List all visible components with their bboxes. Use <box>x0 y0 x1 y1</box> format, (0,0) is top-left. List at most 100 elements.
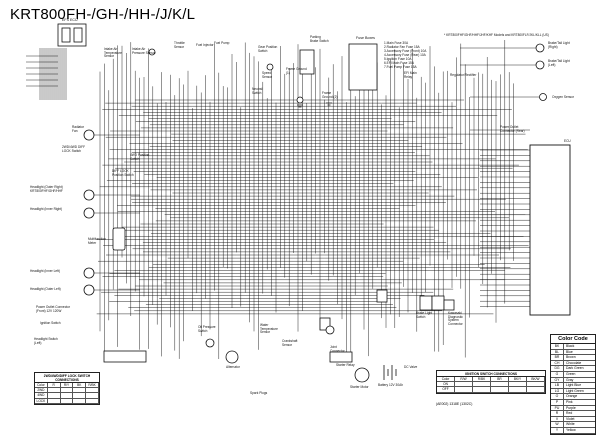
fuse-item: 1.Main Fuse 30A <box>384 41 409 45</box>
frame-ground-1-label: Frame Ground (1) <box>286 67 307 75</box>
crankshaft-sensor-label: Crankshaft Sensor <box>282 339 298 347</box>
table-header-cell: BR <box>491 377 509 382</box>
brake-tail-left-label: Brake/Tail Light (Left) <box>548 59 570 67</box>
headlight-outer-left-label: Headlight (Outer Left) <box>30 287 61 291</box>
multifunction-meter-label: Multifunction Meter <box>88 237 106 245</box>
legend-code: CH <box>551 360 564 366</box>
headlight-inner-left-label: Headlight (Inner Left) <box>30 269 60 273</box>
joint-connector-label: Joint Connector <box>330 345 345 353</box>
brake-tail-right-label: Brake/Tail Light (Right) <box>548 41 570 49</box>
throttle-sensor-label: Throttle Sensor <box>174 41 185 49</box>
spark-plugs-label: Spark Plugs <box>250 391 268 395</box>
page-title: KRT800FH-/GH-/HH-/J/K/L <box>10 6 196 23</box>
table-header-cell: R/BK <box>473 377 491 382</box>
legend-code: Y <box>551 427 564 433</box>
ignition-switch-label: Ignition Switch <box>40 321 61 325</box>
kawasaki-diagnostic-label: Kawasaki Diagnostic System Connector <box>448 311 463 326</box>
fuse-boxes-label: Fuse Boxes <box>356 36 375 40</box>
frame-ground-2-label: Frame Ground (2) <box>322 91 338 99</box>
table-header-cell: Color <box>35 383 48 388</box>
ecu-right-box <box>529 144 571 316</box>
table-header-row: Color R R/Y BK R/BK <box>35 383 99 389</box>
legend-color-name: Purple <box>566 405 576 410</box>
ecu-label: EFS ECU <box>62 18 78 22</box>
legend-color-name: Black <box>566 344 575 348</box>
table-header-cell: BK/Y <box>509 377 527 382</box>
table-header-cell: R/Y <box>61 383 74 388</box>
dc-valve-label: DC Valve <box>404 365 418 369</box>
water-temp-label: Water Temperature Sensor <box>260 323 278 335</box>
table-row: 2WD <box>35 388 99 394</box>
table-row: LOCK <box>35 398 99 404</box>
headlight-outer-right-label: Headlight (Outer Right) KRT800FHF/GHF/HH… <box>30 185 63 193</box>
starter-relay-label: Starter Relay <box>336 363 355 367</box>
legend-code: BR <box>551 355 564 360</box>
legend-title: Color Code <box>551 335 595 344</box>
legend-code: V <box>551 416 564 422</box>
legend-color-name: Blue <box>566 349 573 354</box>
fuse-item: 3.Accessory Fuse (Front) 10A <box>384 49 427 53</box>
legend-code: G <box>551 371 564 377</box>
radiator-fan-label: Radiator Fan <box>72 125 85 133</box>
legend-code: BK <box>551 344 564 349</box>
fuse-item: 2.Radiator Fan Fuse 15A <box>384 45 420 49</box>
fuse-item: 7.Fuel Pump Fuse 15A <box>384 65 417 69</box>
legend-code: W <box>551 422 564 427</box>
legend-color-name: Red <box>566 411 573 416</box>
legend-color-name: Light Blue <box>566 383 582 388</box>
wiring-lines <box>26 23 571 383</box>
diff-lock-switch-table: 2WD/4WD/DIFF LOCK SWITCH CONNECTIONS Col… <box>34 372 100 405</box>
diff-lock-label: DIFF LOCK Position Switch <box>112 169 134 177</box>
fuse-item: 5.Ignition Fuse 10A <box>384 57 412 61</box>
table-header-row: Color R/W R/BK BR BK/Y BK/W <box>437 377 545 383</box>
legend-code: LG <box>551 388 564 394</box>
4wd-position-label: 4WD Position Switch <box>130 153 150 161</box>
legend-color-name: Orange <box>566 394 578 399</box>
table-title: IGNITION SWITCH CONNECTIONS <box>437 371 545 377</box>
power-outlet-rear-label: Power Outlet Connector (Rear) <box>500 125 525 133</box>
fuel-injector-label: Fuel Injector <box>196 43 214 47</box>
part-code: (AE002) 1318E (1302C) <box>436 402 473 406</box>
model-note: * KRT800FHF/GHF/HHF/JHF/KHF Models and K… <box>444 33 549 37</box>
headlight-switch-label: Headlight Switch (Left) <box>34 337 58 345</box>
legend-color-name: Yellow <box>566 427 576 432</box>
table-cell: LOCK <box>35 398 48 403</box>
table-header-cell: Color <box>437 377 455 382</box>
legend-color-name: Dark Green <box>566 366 584 371</box>
parking-brake-label: Parking Brake Switch <box>310 35 329 43</box>
power-outlet-front-label: Power Outlet Connector (Front) 12V 120W <box>36 305 71 313</box>
table-header-cell: BK/W <box>527 377 545 382</box>
headlight-inner-right-label: Headlight (Inner Right) <box>30 207 63 211</box>
table-row: OFF <box>437 387 545 393</box>
fuse-item: 6.EFI Main Fuse 15A <box>384 61 414 65</box>
table-cell: 2WD <box>35 388 48 393</box>
ecu-box <box>57 23 87 47</box>
table-row: ON <box>437 382 545 388</box>
legend-color-name: Chocolate <box>566 360 582 365</box>
table-header-cell: R <box>48 383 61 388</box>
legend-color-name: Pink <box>566 399 573 404</box>
regulator-rectifier-label: Regulator/Rectifier <box>450 73 477 77</box>
fan-switch-label: 2WD/4WD DIFF LOCK Switch <box>62 145 86 153</box>
table-title: 2WD/4WD/DIFF LOCK SWITCH CONNECTIONS <box>35 373 99 383</box>
speed-sensor-label: Speed Sensor <box>262 71 273 79</box>
legend-color-name: White <box>566 422 575 427</box>
legend-code: P <box>551 399 564 405</box>
oil-pressure-label: Oil Pressure Switch <box>198 325 216 333</box>
legend-code: O <box>551 394 564 399</box>
table-row: 4WD <box>35 393 99 399</box>
battery-label: Battery 12V 30Ah <box>378 383 403 387</box>
legend-code: GY <box>551 377 564 383</box>
brake-switch-label: Brake Light Switch <box>416 311 433 319</box>
